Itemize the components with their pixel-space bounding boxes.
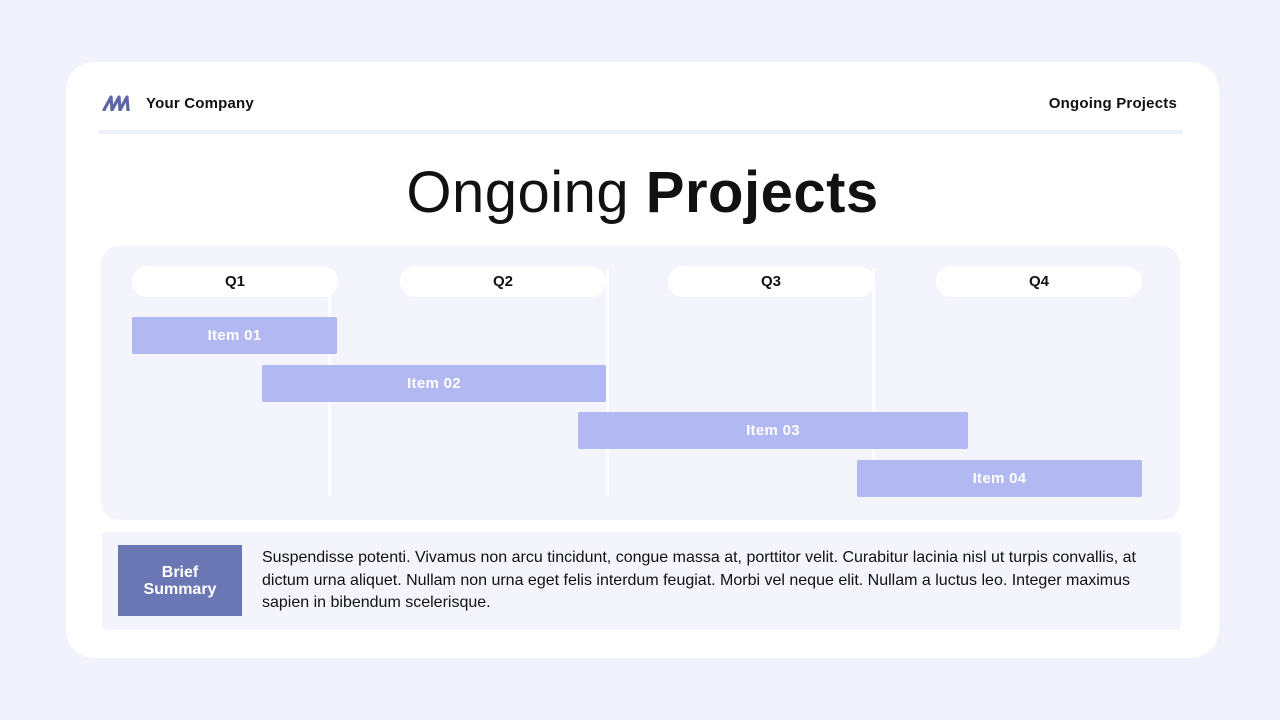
quarter-divider (606, 268, 609, 496)
quarter-q3: Q3 (668, 266, 874, 297)
summary-text: Suspendisse potenti. Vivamus non arcu ti… (262, 549, 1136, 611)
slide-card: Your Company Ongoing Projects Ongoing Pr… (66, 62, 1219, 658)
page-title: Ongoing Projects (66, 158, 1219, 228)
page-title-bold: Projects (645, 160, 879, 225)
page-title-light: Ongoing (406, 160, 630, 225)
brand: Your Company (98, 95, 254, 112)
quarter-q1: Q1 (132, 266, 338, 297)
gantt-chart: Q1 Q2 Q3 Q4 Item 01 Item 02 Item 03 Item… (101, 246, 1180, 520)
summary-panel: Brief Summary Suspendisse potenti. Vivam… (102, 532, 1181, 630)
gantt-bar-item-04: Item 04 (857, 460, 1142, 497)
header: Your Company Ongoing Projects (98, 84, 1187, 122)
quarter-q2: Q2 (400, 266, 606, 297)
quarter-q4: Q4 (936, 266, 1142, 297)
company-name: Your Company (146, 94, 254, 112)
header-divider (98, 130, 1183, 134)
gantt-bar-item-01: Item 01 (132, 317, 337, 354)
gantt-bar-item-03: Item 03 (578, 412, 968, 449)
section-title: Ongoing Projects (1048, 94, 1177, 112)
summary-label: Brief Summary (118, 545, 242, 616)
summary-label-line2: Summary (143, 580, 217, 598)
quarter-divider (872, 268, 875, 496)
gantt-bar-item-02: Item 02 (262, 365, 606, 402)
wave-logo-icon (102, 95, 132, 111)
summary-label-line1: Brief (161, 563, 199, 581)
